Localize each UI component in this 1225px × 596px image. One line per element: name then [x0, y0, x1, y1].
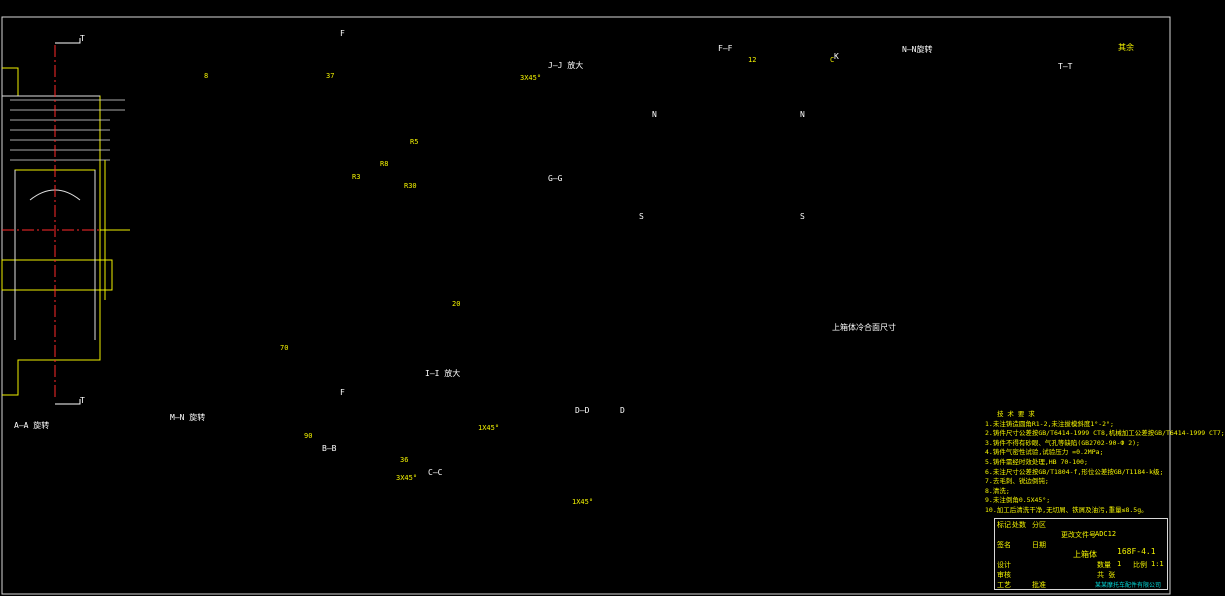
tech-note-line: 9.未注倒角0.5X45°;: [985, 496, 1051, 505]
tb-change-label: 更改文件号: [1061, 531, 1096, 539]
view-title-mn: M—N 旋转: [170, 413, 206, 422]
tb-material: ADC12: [1095, 530, 1117, 538]
tb-sheet-label: 共 张: [1097, 571, 1116, 579]
dim-label-1: 3X45°: [520, 74, 542, 82]
left-partial-view: [1, 38, 130, 405]
dim-label-12: R3: [352, 173, 361, 181]
section-mark-k: K: [834, 52, 839, 61]
dim-label-8: 1X45°: [478, 424, 500, 432]
dim-label-10: 1X45°: [572, 498, 594, 506]
section-mark-s-right: S: [800, 212, 805, 221]
dim-label-5: R8: [380, 160, 389, 168]
dim-label-2: R5: [410, 138, 419, 146]
tb-role-review: 审核: [997, 571, 1011, 579]
tech-note-line: 6.未注尺寸公差按GB/T1804-f,形位公差按GB/T1184-k级;: [985, 467, 1164, 476]
dim-label-14: 20: [452, 300, 461, 308]
tb-qty-label: 数量: [1097, 561, 1111, 569]
tech-note-line: 3.铸件不得有砂眼、气孔等缺陷(GB2702-90-Ф 2);: [985, 438, 1140, 447]
section-mark-f-top: F: [340, 29, 345, 38]
tb-role-design: 设计: [997, 561, 1011, 569]
tech-note-line: 4.铸件气密性试验,试验压力 =0.2MPa;: [985, 448, 1104, 457]
tech-note-line: 7.去毛刺、锐边倒钝;: [985, 477, 1049, 486]
dim-label-11: C: [830, 56, 835, 64]
section-mark-f-bottom: F: [340, 388, 345, 397]
title-block: 标记 处数 分区 更改文件号 签名 日期 ADC12 设计 审核 工艺 批准 上…: [994, 518, 1168, 590]
view-title-bb: B—B: [322, 444, 337, 453]
cad-drawing-canvas: [1, 16, 1171, 595]
tb-drawing-number: 168F-4.1: [1117, 547, 1156, 556]
view-title-ff: F—F: [718, 44, 733, 53]
tb-sign-label: 签名: [997, 541, 1011, 549]
tb-mark-label: 标记: [997, 521, 1011, 529]
sheet-top-code: [1148, 10, 1153, 19]
view-title-joint-face: 上箱体冷合面尺寸: [832, 323, 896, 332]
dim-label-6: R30: [404, 182, 417, 190]
tb-scale-label: 比例: [1133, 561, 1147, 569]
section-mark-s-left: S: [639, 212, 644, 221]
sheet-border: [1, 16, 1171, 595]
tech-note-line: 8.清洗;: [985, 486, 1010, 495]
dim-label-16: 36: [400, 456, 409, 464]
section-mark-t-top: T: [80, 34, 85, 43]
tb-qty: 1: [1117, 560, 1122, 568]
view-title-nn-top: N—N旋转: [902, 45, 933, 54]
dim-label-13: 12: [748, 56, 757, 64]
roughness-stamp: 其余: [1118, 43, 1134, 52]
tb-role-process: 工艺: [997, 581, 1011, 589]
section-mark-n-left: N: [652, 110, 657, 119]
view-title-gg: G—G: [548, 174, 563, 183]
tb-role-approve: 批准: [1032, 581, 1046, 589]
dim-label-3: 8: [204, 72, 209, 80]
tech-note-line: 1.未注铸造圆角R1-2,未注拔模斜度1°-2°;: [985, 419, 1114, 428]
view-title-cc: C—C: [428, 468, 443, 477]
dim-label-9: 3X45°: [396, 474, 418, 482]
dim-label-7: 70: [280, 344, 289, 352]
view-title-ii: I—I 放大: [425, 369, 461, 378]
dim-label-4: 37: [326, 72, 335, 80]
tech-notes-heading: 技 术 要 求: [997, 410, 1035, 418]
tb-date-label: 日期: [1032, 541, 1046, 549]
view-title-tt: T—T: [1058, 62, 1073, 71]
view-title-aa: A—A 旋转: [14, 421, 50, 430]
dim-label-15: 90: [304, 432, 313, 440]
tb-scale: 1:1: [1151, 560, 1164, 568]
tech-note-line: 10.加工后清洗干净,无切屑、铁屑及油污,重量≤8.5g。: [985, 505, 1148, 514]
tb-zone-label: 分区: [1032, 521, 1046, 529]
view-title-dd: D—D: [575, 406, 590, 415]
tb-count-label: 处数: [1012, 521, 1026, 529]
tech-note-line: 5.铸件需经时效处理,HB 70-100;: [985, 457, 1088, 466]
section-mark-t-bottom: T: [80, 396, 85, 405]
tb-company: 某某摩托车配件有限公司: [1095, 582, 1162, 589]
tech-note-line: 2.铸件尺寸公差按GB/T6414-1999 CT8,机械加工公差按GB/T64…: [985, 429, 1225, 438]
section-mark-n-right: N: [800, 110, 805, 119]
tb-part-name: 上箱体: [1073, 550, 1097, 559]
section-mark-d: D: [620, 406, 625, 415]
view-title-jj: J—J 放大: [548, 61, 584, 70]
technical-requirements: 技 术 要 求 1.未注铸造圆角R1-2,未注拔模斜度1°-2°; 2.铸件尺寸…: [985, 410, 1225, 516]
